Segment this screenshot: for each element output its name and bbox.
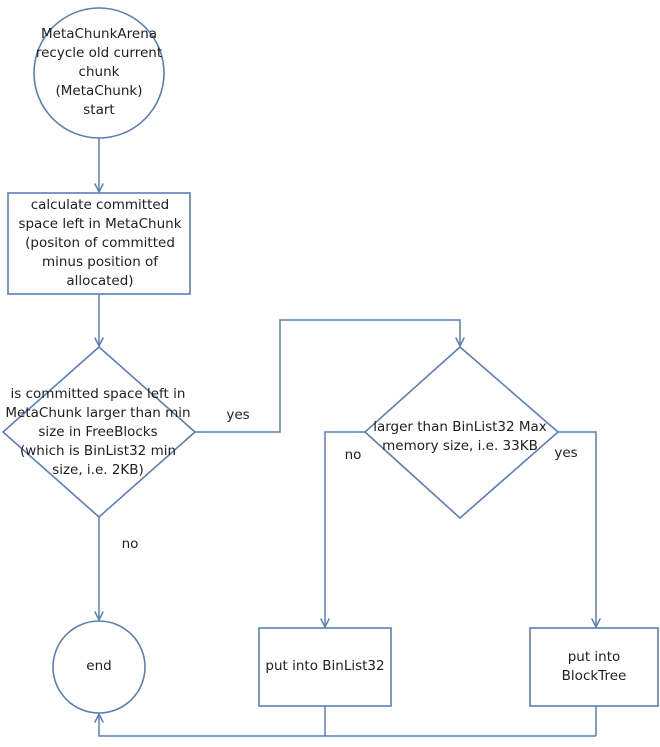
binlist-node-label: put into BinList32: [265, 658, 385, 674]
arrowhead-decision-max-no: [320, 618, 330, 629]
edge-decision-max-no: [324, 431, 365, 627]
edge-label-min-no: no: [121, 536, 139, 552]
calculate-node-shape: [7, 192, 191, 295]
edge-label-max-yes: yes: [554, 445, 578, 461]
edge-return-to-end: [98, 714, 596, 737]
arrowhead-decision-max-yes: [591, 618, 601, 629]
arrowhead-decision-min-yes: [455, 337, 465, 348]
blocktree-node-label: put into BlockTree: [561, 649, 627, 684]
edge-label-min-yes: yes: [226, 407, 250, 423]
arrowhead-return-to-end: [94, 712, 104, 723]
edge-decision-max-yes: [558, 431, 597, 627]
decision-max-shape: [363, 345, 560, 520]
edge-decision-min-yes: [195, 319, 461, 433]
decision-max-label: larger than BinList32 Max memory size, i…: [373, 419, 547, 454]
edge-label-max-no: no: [344, 447, 362, 463]
calculate-node-label: calculate committed space left in MetaCh…: [18, 197, 182, 289]
arrowhead-calculate-to-decision-min: [94, 337, 104, 348]
binlist-node-shape: [258, 627, 392, 707]
blocktree-node-shape: [529, 627, 659, 707]
end-node-label: end: [86, 658, 112, 674]
decision-min-label: is committed space left in MetaChunk lar…: [5, 386, 191, 478]
arrowhead-decision-min-no: [94, 611, 104, 622]
start-node-label: MetaChunkArena recycle old current chunk…: [35, 26, 163, 118]
arrowhead-start-to-calculate: [94, 183, 104, 194]
